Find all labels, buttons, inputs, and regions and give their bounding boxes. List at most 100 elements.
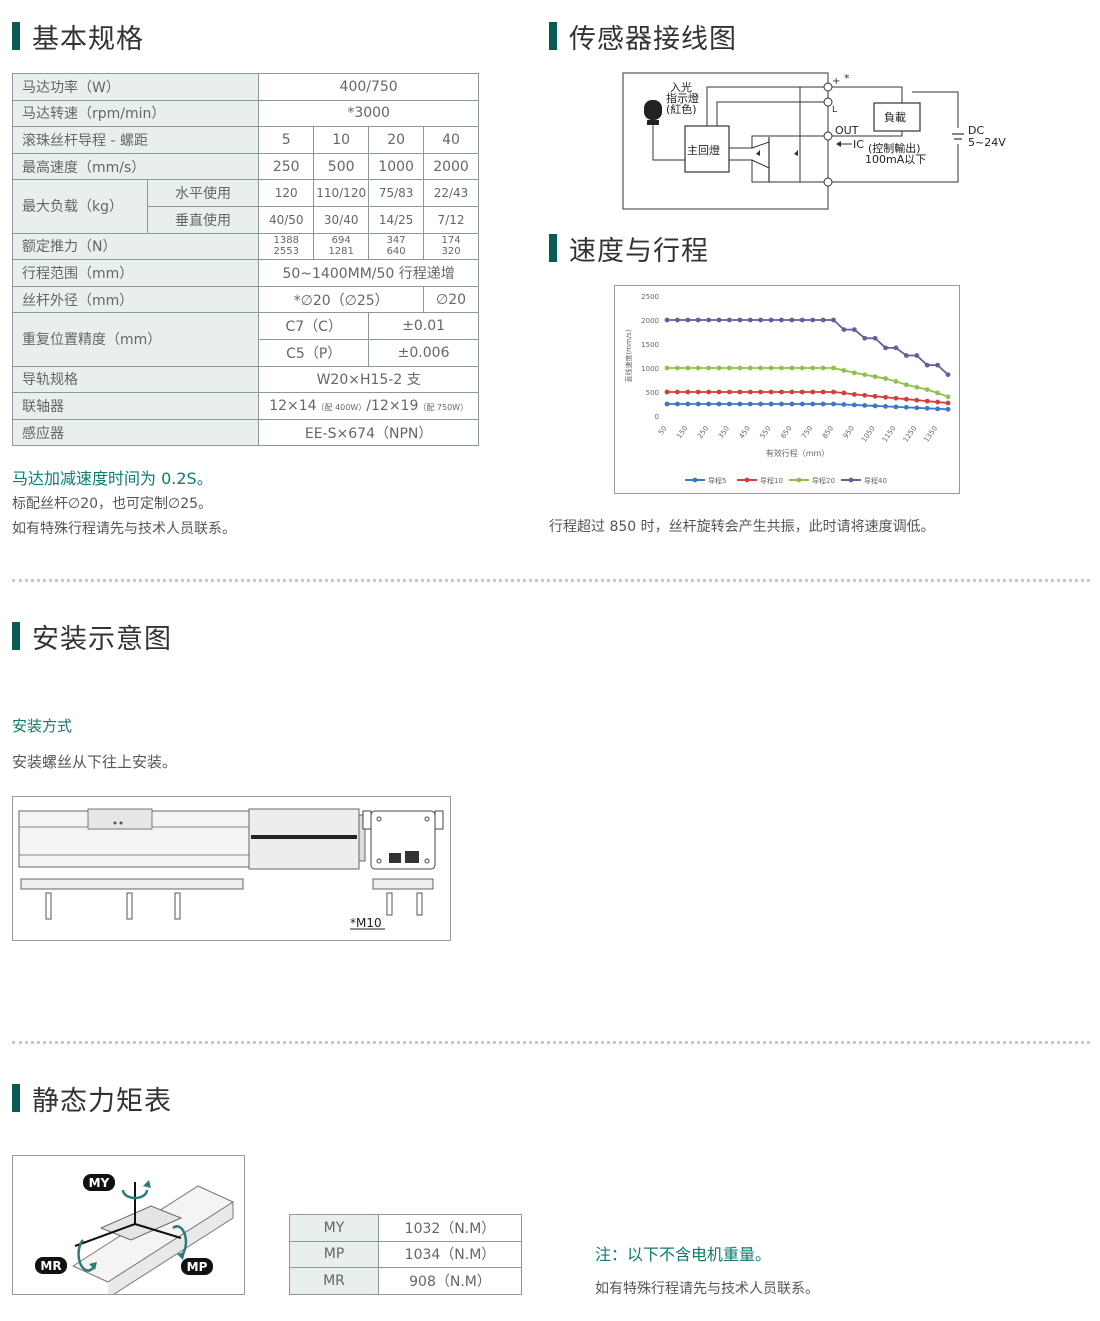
data-point (758, 389, 764, 395)
data-point (810, 365, 816, 371)
data-point (831, 389, 836, 395)
data-point (903, 382, 909, 388)
data-point (862, 403, 868, 408)
data-point (716, 365, 722, 371)
data-point (675, 365, 680, 371)
table-row: 最高速度（mm/s） 250 500 1000 2000 (11, 152, 479, 181)
data-point (841, 368, 847, 373)
data-point (737, 365, 743, 371)
data-point (914, 384, 920, 390)
data-point (893, 379, 899, 384)
spec-label: 滚珠丝杆导程 - 螺距 (11, 126, 260, 154)
spec-value: C7（C） (258, 312, 370, 340)
data-point (789, 317, 795, 323)
y-tick-label: 500 (646, 389, 659, 397)
data-point (768, 317, 774, 323)
data-point (831, 401, 836, 407)
y-axis-label: 直线速度(mm/s) (624, 329, 633, 382)
spec-table: 马达功率（W） 400/750 马达转速（rpm/min） *3000 滚珠丝杆… (11, 73, 479, 447)
table-row: 垂直使用 40/50 30/40 14/25 7/12 (13, 205, 479, 234)
data-point (799, 317, 805, 323)
data-point (706, 401, 712, 407)
data-point (935, 390, 940, 396)
data-point (675, 389, 680, 395)
spec-label: 重复位置精度（mm） (11, 312, 260, 367)
data-point (935, 406, 940, 412)
wiring-text: (紅色) (666, 102, 697, 116)
data-point (799, 365, 805, 371)
data-point (685, 389, 691, 395)
data-point (862, 372, 868, 378)
table-row: 丝杆外径（mm） *∅20（∅25） ∅20 (11, 285, 479, 314)
wiring-text: OUT (835, 124, 859, 137)
moment-label-mr: MR (40, 1259, 61, 1273)
moment-axis: MY (289, 1214, 379, 1242)
moment-label-mp: MP (187, 1260, 208, 1274)
data-point (841, 390, 847, 396)
data-point (799, 401, 805, 407)
moment-value: 1034（N.M） (378, 1240, 522, 1269)
data-point (893, 395, 899, 401)
table-row: 马达功率（W） 400/750 (11, 73, 479, 101)
data-point (695, 317, 701, 323)
install-method-text: 安装螺丝从下往上安装。 (12, 753, 178, 771)
divider (12, 1041, 1090, 1044)
data-point (935, 362, 940, 368)
data-point (706, 365, 712, 371)
data-point (831, 317, 836, 323)
data-point (706, 389, 712, 395)
wiring-text: 主回燈 (687, 143, 720, 157)
x-tick-label: 1350 (922, 425, 939, 444)
section-title-basic-spec: 基本规格 (12, 20, 144, 55)
moment-note: 如有特殊行程请先与技术人员联系。 (595, 1281, 819, 1297)
spec-value: 14/25 (368, 205, 425, 234)
data-point (862, 392, 868, 398)
data-point (737, 317, 743, 323)
data-point (664, 389, 670, 395)
data-point (872, 403, 878, 409)
install-method-title: 安装方式 (12, 717, 73, 735)
moment-axis: MR (289, 1267, 379, 1295)
data-point (841, 402, 847, 407)
x-tick-label: 450 (738, 425, 752, 441)
spec-value: 10 (313, 126, 370, 154)
legend-entry: 导程20 (812, 476, 835, 485)
spec-value: 2000 (423, 152, 479, 181)
data-point (779, 401, 784, 407)
data-point (758, 401, 764, 407)
data-point (883, 394, 888, 400)
actuator-drawing: *M10 (18, 808, 444, 930)
table-row: 联轴器 12×14（配 400W）/12×19（配 750W） (11, 392, 479, 420)
data-point (779, 365, 784, 371)
data-point (737, 401, 743, 407)
spec-label: 丝杆外径（mm） (11, 285, 260, 314)
spec-value: *∅20（∅25） (258, 285, 425, 314)
moment-axis: MP (289, 1240, 379, 1269)
divider (12, 579, 1090, 582)
spec-value: 22/43 (423, 179, 479, 207)
wiring-text: IC (853, 138, 864, 151)
section-title-sensor-wiring: 传感器接线图 (549, 20, 737, 55)
data-point (810, 317, 816, 323)
data-point (685, 365, 691, 371)
spec-value: 20 (368, 126, 425, 154)
moment-note-green: 注：以下不含电机重量。 (595, 1245, 772, 1264)
wiring-text: L (832, 105, 837, 115)
spec-sublabel: 垂直使用 (146, 205, 260, 234)
data-point (664, 401, 670, 407)
data-point (935, 399, 940, 405)
spec-label: 最高速度（mm/s） (11, 152, 260, 181)
y-tick-label: 1500 (641, 341, 659, 349)
data-point (914, 397, 920, 403)
data-point (664, 317, 670, 323)
install-figure: *M10 (12, 796, 451, 941)
spec-value: 50~1400MM/50 行程递增 (258, 259, 479, 287)
spec-label: 额定推力（N） (11, 232, 260, 261)
spec-value: 75/83 (368, 179, 425, 207)
spec-value: 1000 (368, 152, 425, 181)
data-point (924, 405, 930, 411)
